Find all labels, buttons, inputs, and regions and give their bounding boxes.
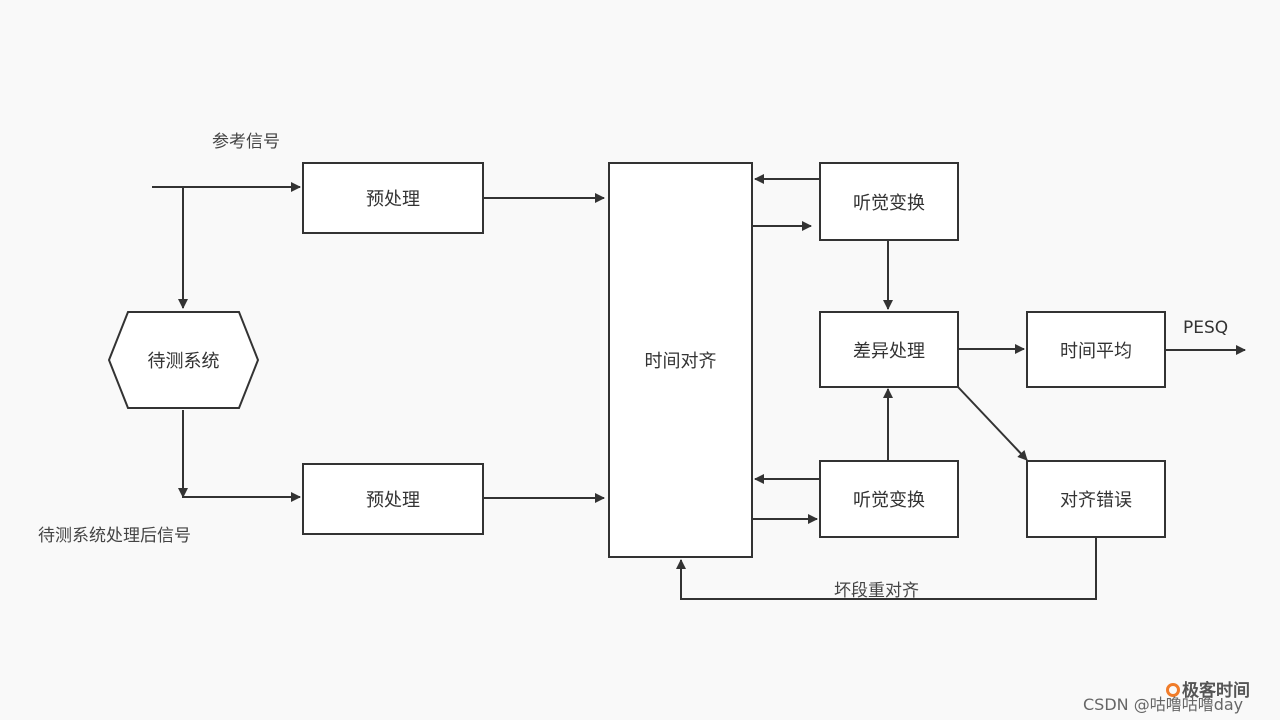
auditory-transform-top-node: 听觉变换 [819, 162, 959, 241]
difference-processing-node: 差异处理 [819, 311, 959, 388]
preprocess-bottom-node: 预处理 [302, 463, 484, 535]
system-under-test-node: 待测系统 [147, 351, 220, 372]
system-under-test-hexagon [107, 311, 260, 409]
brand-watermark: 极客时间 [1166, 676, 1250, 701]
arrow-realign-feedback [676, 537, 1097, 600]
time-average-node: 时间平均 [1026, 311, 1166, 388]
realign-label: 坏段重对齐 [834, 581, 919, 601]
arrow-diff-to-error [957, 386, 1028, 461]
brand-name: 极客时间 [1182, 681, 1250, 701]
alignment-error-node: 对齐错误 [1026, 460, 1166, 538]
reference-signal-label: 参考信号 [212, 132, 280, 152]
pesq-label: PESQ [1183, 318, 1229, 338]
csdn-credit-watermark: CSDN @咕噜咕噜day [1083, 695, 1244, 714]
arrow-system-to-preprocess [182, 410, 301, 502]
preprocess-top-node: 预处理 [302, 162, 484, 234]
brand-logo-icon [1166, 683, 1180, 697]
processed-signal-label: 待测系统处理后信号 [38, 526, 191, 546]
time-alignment-node: 时间对齐 [608, 162, 753, 558]
auditory-transform-bottom-node: 听觉变换 [819, 460, 959, 538]
